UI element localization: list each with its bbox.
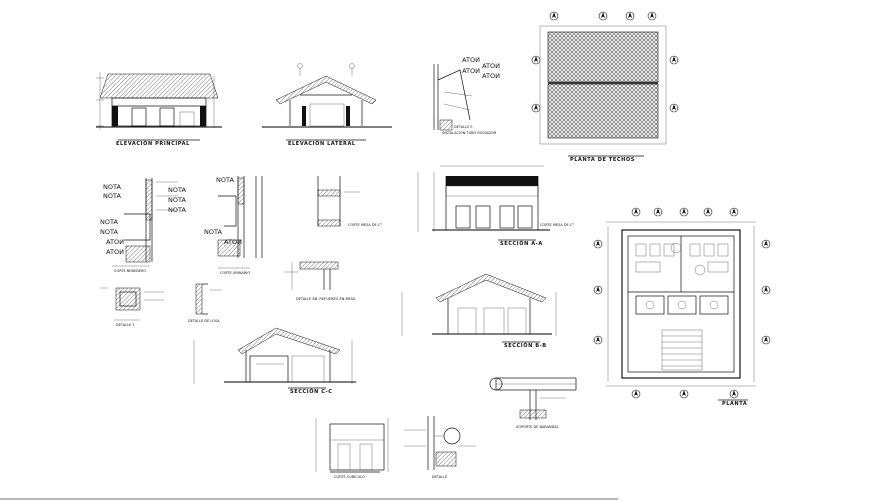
section-a: CORTE MESA DE C° SECCIÓN A-A — [417, 165, 574, 247]
label-corte-mesa: CORTE MESA DE C° — [348, 223, 382, 227]
elevation-side: ELEVACIÓN LATERAL — [262, 63, 392, 147]
label-corte-cubiculo: CORTE CUBÍCULO — [334, 474, 365, 479]
label-detalle-cubiculo: DETALLE — [432, 475, 447, 479]
label-planta-de-techos: PLANTA DE TECHOS — [570, 157, 635, 163]
label-corte-mesa-2: CORTE MESA DE C° — [540, 223, 574, 227]
note-mirrored-2: NOTA — [462, 56, 480, 64]
label-planta: PLANTA — [722, 401, 747, 407]
note-3: NOTA — [168, 186, 186, 194]
section-b: SECCIÓN B-B — [401, 273, 557, 349]
label-elevacion-lateral: ELEVACIÓN LATERAL — [288, 140, 356, 147]
detail-barandal: SOPORTE DE BARANDAL — [489, 377, 577, 429]
detail-e: NOTA NOTA NOTA NOTA DETALLE E INSTALACIÓ… — [433, 56, 500, 135]
note-1: NOTA — [103, 183, 121, 191]
note-7: NOTA — [100, 228, 118, 236]
label-detalle-losa: DETALLE DE LOSA — [188, 319, 220, 323]
label-seccion-b: SECCIÓN B-B — [504, 342, 547, 349]
detail-urinario: NOTA NOTA NOTA CORTE URINARIO — [204, 176, 263, 275]
note-mirrored-4: NOTA — [482, 72, 500, 80]
label-detalle-refuerzo: DETALLE ÁB. REFUERZO EN MESA — [296, 296, 356, 301]
note-mirrored-6: NOTA — [106, 248, 124, 256]
label-detalle-e: DETALLE E — [454, 125, 473, 129]
floor-plan: PLANTA — [593, 207, 771, 407]
label-detalle-1: DETALLE 1 — [116, 323, 135, 327]
detail-1: DETALLE 1 — [100, 287, 164, 327]
note-6: NOTA — [100, 218, 118, 226]
elevation-main: ELEVACIÓN PRINCIPAL — [96, 72, 222, 147]
roof-plan: PLANTA DE TECHOS — [531, 11, 679, 163]
note-5: NOTA — [168, 206, 186, 214]
note-4: NOTA — [168, 196, 186, 204]
detail-bebedero: NOTA NOTA NOTA NOTA NOTA NOTA NOTA NOTA … — [100, 178, 186, 273]
note-mirrored-7: NOTA — [224, 238, 242, 246]
note-mirrored-3: NOTA — [462, 67, 480, 75]
note-9: NOTA — [204, 228, 222, 236]
label-seccion-a: SECCIÓN A-A — [500, 240, 543, 247]
label-elevacion-principal: ELEVACIÓN PRINCIPAL — [116, 140, 190, 147]
detail-refuerzo: DETALLE ÁB. REFUERZO EN MESA — [284, 261, 356, 301]
label-corte-bebedero: CORTE BEBEDERO — [114, 269, 146, 273]
note-8: NOTA — [216, 176, 234, 184]
label-detalle-e-sub: INSTALACIÓN TUBO ROCIADOR — [442, 130, 497, 135]
note-mirrored-1: NOTA — [482, 62, 500, 70]
detail-mesa: CORTE MESA DE C° — [317, 176, 382, 227]
note-mirrored-5: NOTA — [106, 238, 124, 246]
detail-losa: DETALLE DE LOSA — [188, 283, 222, 323]
label-seccion-c: SECCIÓN C-C — [290, 388, 333, 395]
note-2: NOTA — [103, 192, 121, 200]
label-corte-urinario: CORTE URINARIO — [220, 271, 250, 275]
section-c: SECCIÓN C-C — [193, 327, 356, 395]
detail-cubiculo: CORTE CUBÍCULO DETALLE — [315, 416, 476, 479]
label-soporte-barandal: SOPORTE DE BARANDAL — [516, 425, 559, 429]
